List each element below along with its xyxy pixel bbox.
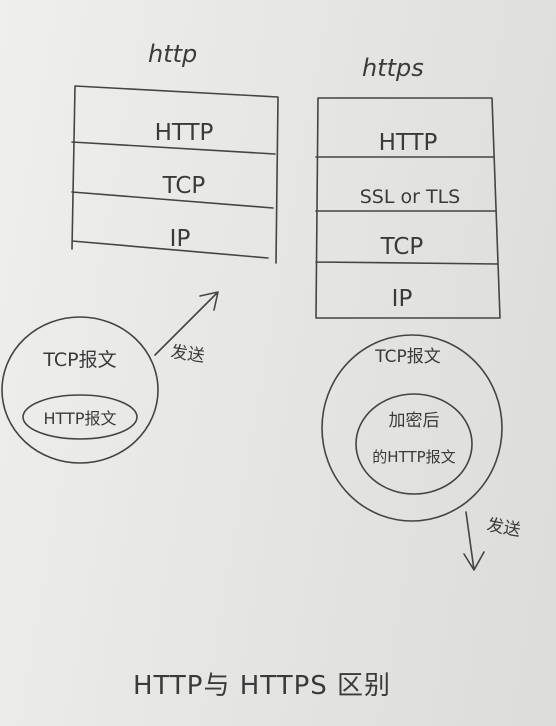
https-heading: https	[362, 54, 424, 82]
https-packet: TCP报文 加密后 的HTTP报文 发送	[321, 334, 522, 571]
http-packet: TCP报文 HTTP报文 发送	[1, 291, 219, 464]
http-packet-inner-circle	[22, 394, 138, 440]
diagram-title: HTTP与 HTTPS 区别	[133, 671, 391, 701]
https-packet-outer-label: TCP报文	[374, 347, 441, 367]
http-packet-outer-circle	[1, 316, 159, 464]
https-packet-inner-label-line1: 加密后	[389, 411, 440, 431]
https-layer-ssl-tls: SSL or TLS	[360, 186, 460, 208]
http-layer-http: HTTP	[155, 120, 214, 146]
https-packet-outer-circle	[321, 334, 503, 522]
http-heading: http	[148, 40, 197, 68]
https-layer-http: HTTP	[379, 130, 438, 156]
https-layer-tcp: TCP	[380, 234, 424, 260]
http-send-label: 发送	[169, 342, 205, 367]
https-packet-inner-label-line2: 的HTTP报文	[372, 448, 455, 466]
https-send-arrow	[463, 511, 485, 571]
http-stack-box	[71, 85, 279, 264]
http-layer-tcp: TCP	[162, 173, 206, 199]
http-packet-inner-label: HTTP报文	[44, 409, 117, 428]
https-stack: https HTTP SSL or TLS TCP IP	[315, 54, 501, 319]
http-packet-outer-label: TCP报文	[42, 349, 116, 371]
https-packet-inner-circle	[355, 393, 473, 495]
https-stack-box	[315, 97, 501, 319]
http-layer-ip: IP	[170, 226, 191, 252]
https-send-label: 发送	[485, 515, 522, 541]
http-send-arrow	[154, 291, 219, 356]
http-stack: http HTTP TCP IP	[71, 40, 279, 264]
https-layer-ip: IP	[392, 286, 413, 312]
